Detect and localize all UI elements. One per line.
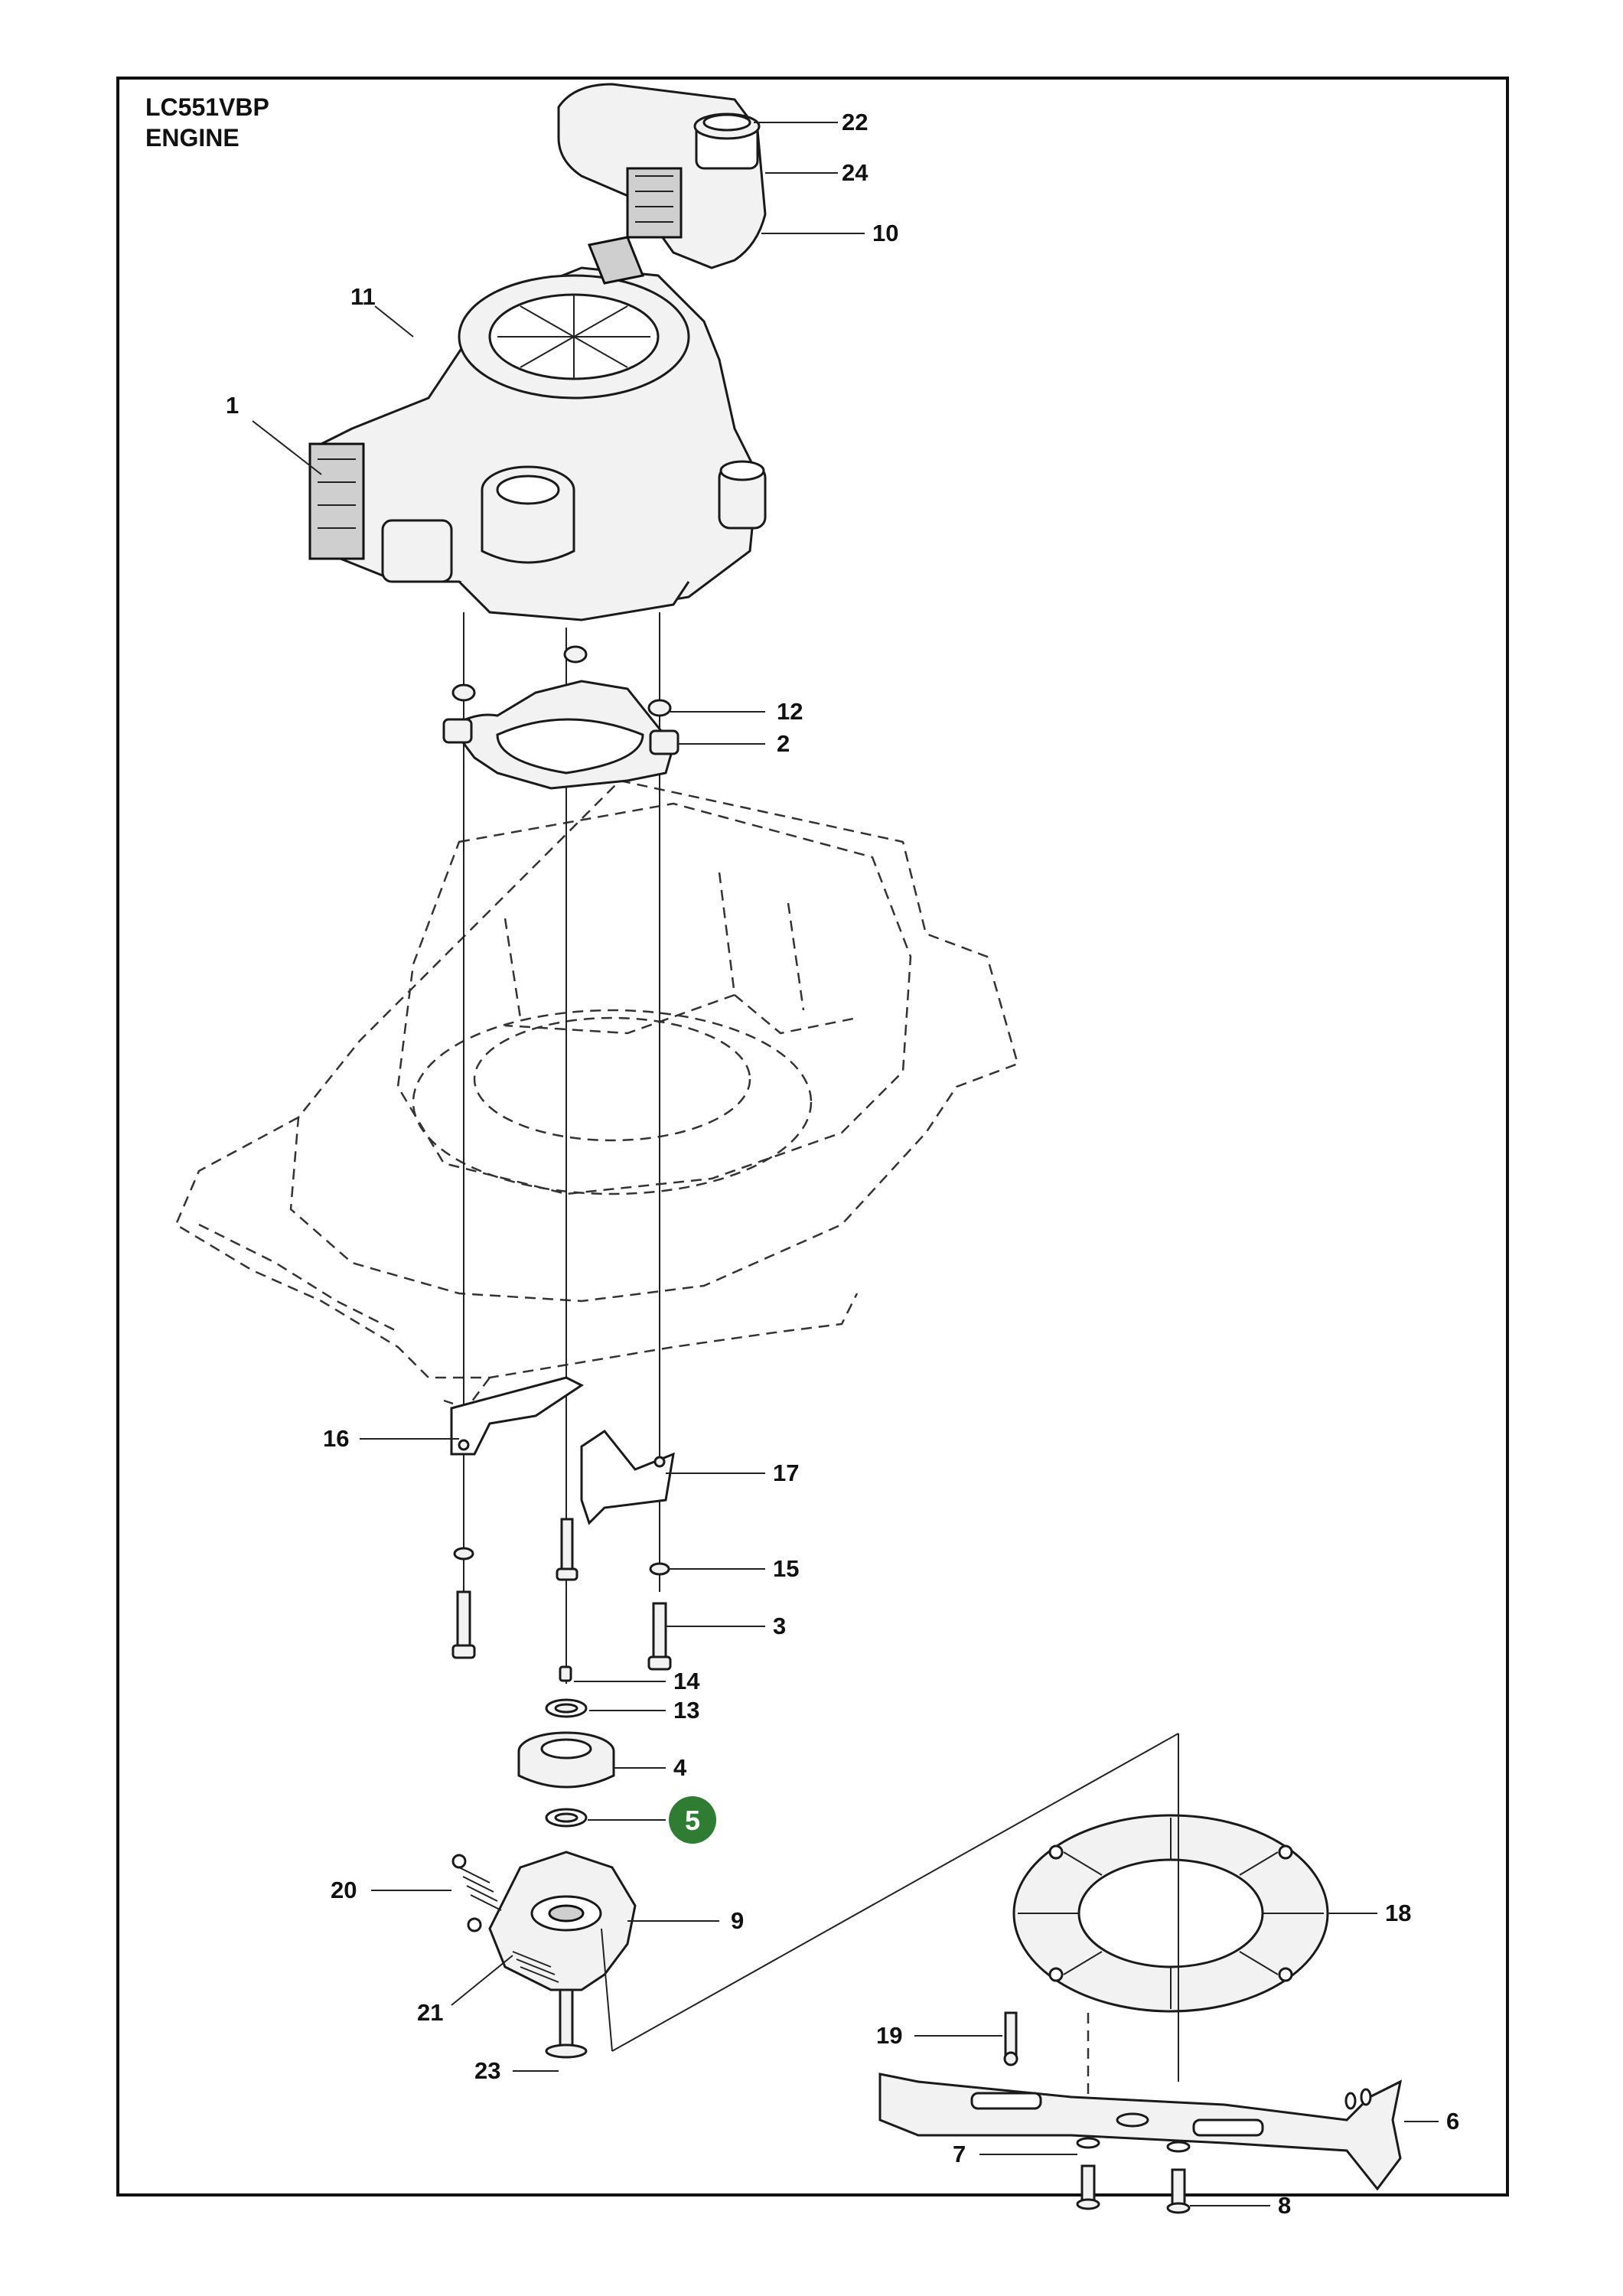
- callout-24: 24: [842, 159, 869, 186]
- spacers: [451, 645, 672, 717]
- callout-21: 21: [417, 1999, 443, 2026]
- callout-5: 5: [685, 1805, 700, 1836]
- spring-21: [512, 1951, 559, 1983]
- callout-10: 10: [872, 220, 898, 246]
- highlight-marker: [669, 1796, 716, 1844]
- bracket-17: [580, 1429, 675, 1525]
- callout-23: 23: [474, 2057, 500, 2084]
- mower-deck-outline: [174, 779, 1019, 1410]
- callout-11: 11: [350, 283, 376, 310]
- callout-13: 13: [673, 1697, 699, 1724]
- blade-adapter-18: [1012, 1733, 1329, 2143]
- engine-assembly: [308, 236, 767, 621]
- callout-18: 18: [1385, 1900, 1411, 1926]
- section-label: ENGINE: [145, 124, 240, 152]
- cutting-blade: [878, 2073, 1403, 2191]
- model-label: LC551VBP: [145, 93, 269, 121]
- callout-17: 17: [773, 1459, 799, 1486]
- bolts-and-washers: [451, 1518, 672, 1671]
- leader-lines: [252, 122, 1439, 2206]
- callout-15: 15: [773, 1555, 799, 1582]
- callout-2: 2: [777, 730, 790, 757]
- callout-20: 20: [331, 1877, 357, 1903]
- callout-1: 1: [226, 392, 239, 419]
- engine-baffle: [442, 680, 680, 790]
- diagram-frame: [116, 77, 1509, 2197]
- callout-16: 16: [323, 1425, 349, 1452]
- callout-labels: 22 24 10 11 1 12 2 16 17 15 3 14 13 4 5 …: [226, 109, 1459, 2219]
- fuel-cap: [693, 113, 761, 170]
- highlighted-callout-5[interactable]: 5: [669, 1796, 716, 1844]
- perspective-lines: [601, 1733, 1179, 2052]
- fuel-tank: [557, 83, 767, 269]
- callout-14: 14: [673, 1668, 700, 1694]
- callout-19: 19: [876, 2022, 902, 2049]
- callout-8: 8: [1278, 2192, 1291, 2219]
- blade-bolts: [1076, 2137, 1191, 2214]
- callout-12: 12: [777, 698, 803, 725]
- bracket-16: [450, 1376, 584, 1456]
- callout-7: 7: [953, 2141, 966, 2167]
- blade-brake-clutch: [488, 1851, 637, 2059]
- callout-22: 22: [842, 109, 868, 135]
- callout-6: 6: [1446, 2108, 1459, 2135]
- tension-spring-20: [451, 1854, 502, 1932]
- diagram-title: LC551VBP ENGINE: [145, 92, 269, 153]
- bolt-19: [1003, 2011, 1018, 2066]
- callout-4: 4: [673, 1754, 687, 1781]
- blade-hub-stack: [517, 1665, 615, 1828]
- callout-3: 3: [773, 1613, 786, 1639]
- callout-9: 9: [731, 1907, 744, 1934]
